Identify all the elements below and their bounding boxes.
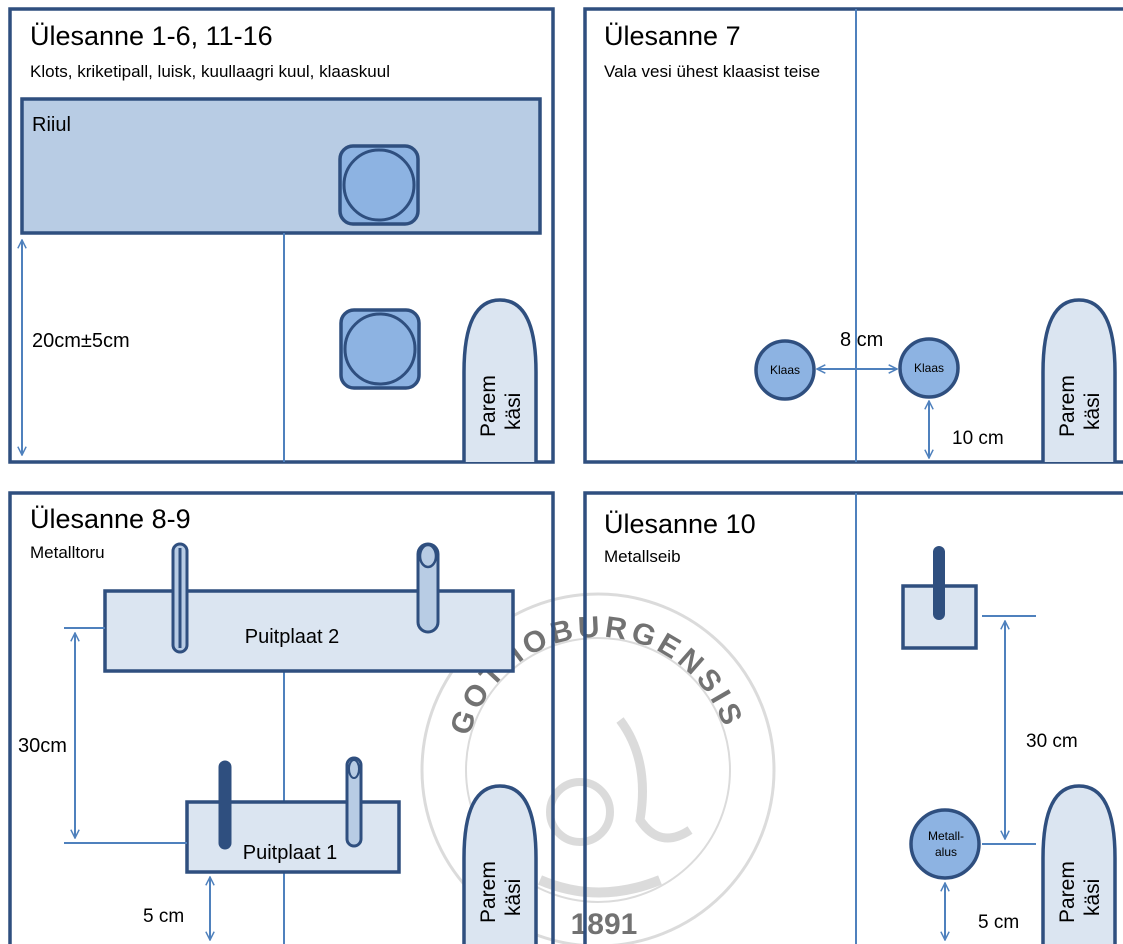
panel-border (8, 7, 555, 464)
panel-task-1-6: Ülesanne 1-6, 11-16 Klots, kriketipall, … (8, 7, 555, 464)
hand-label-line1: Parem (477, 861, 500, 923)
hand-label-line2: käsi (502, 393, 525, 430)
shelf-label: Riiul (32, 114, 71, 136)
panel-task-10: Ülesanne 10 Metallseib 30 cm Metall- alu… (583, 491, 1123, 944)
panel-subtitle: Vala vesi ühest klaasist teise (604, 62, 820, 81)
panel-border (583, 7, 1123, 464)
glass-left (754, 339, 816, 401)
ball-on-shelf (342, 148, 416, 222)
hand-label-line1: Parem (477, 375, 500, 437)
distance-label: 20cm±5cm (32, 330, 130, 352)
panel-title: Ülesanne 10 (604, 509, 756, 539)
glass-right (898, 337, 960, 399)
gap-label: 8 cm (840, 329, 883, 351)
hand-label-line1: Parem (1056, 375, 1079, 437)
glass-left-label: Klaas (770, 363, 800, 377)
panel-subtitle: Metalltoru (30, 543, 105, 562)
seal-year: 1891 (571, 908, 638, 941)
panel-task-7: Ülesanne 7 Vala vesi ühest klaasist teis… (583, 7, 1123, 464)
panel-title: Ülesanne 7 (604, 21, 741, 51)
gap-label: 30cm (18, 735, 67, 757)
gap-label: 30 cm (1026, 731, 1078, 752)
board-2-label: Puitplaat 2 (245, 626, 340, 648)
hand-label-line2: käsi (502, 879, 525, 916)
ball-start-position (343, 312, 417, 386)
panel-title: Ülesanne 1-6, 11-16 (30, 21, 273, 51)
distance-label: 10 cm (952, 428, 1004, 449)
tube-opening (418, 543, 438, 569)
panel-task-8-9: Ülesanne 8-9 Metalltoru Puitplaat 2 Puit… (8, 491, 555, 944)
panel-subtitle: Klots, kriketipall, luisk, kuullaagri ku… (30, 62, 390, 81)
right-hand-marker (462, 298, 538, 462)
right-hand-marker (1041, 298, 1117, 462)
metal-washer (933, 546, 945, 620)
tube-opening (348, 759, 360, 779)
gap-label-bg (16, 730, 66, 758)
panel-subtitle: Metallseib (604, 547, 681, 566)
board-1-label: Puitplaat 1 (243, 842, 338, 864)
hand-label-line2: käsi (1081, 393, 1104, 430)
hand-label-line1: Parem (1056, 861, 1079, 923)
metal-base (909, 808, 981, 880)
distance-label: 5 cm (143, 906, 184, 927)
glass-right-label: Klaas (914, 361, 944, 375)
right-hand-marker (462, 784, 538, 944)
right-hand-marker (1041, 784, 1117, 944)
hand-label-line2: käsi (1081, 879, 1104, 916)
panel-border (8, 491, 555, 944)
metal-base-label-line2: alus (935, 845, 957, 859)
panel-border (583, 491, 1123, 944)
shelf (20, 97, 542, 235)
metal-base-label-line1: Metall- (928, 829, 964, 843)
metal-tube-left-bottom (218, 760, 232, 850)
distance-label: 5 cm (978, 912, 1019, 933)
metal-tube-right-bottom (345, 756, 363, 848)
panel-title: Ülesanne 8-9 (30, 504, 191, 534)
